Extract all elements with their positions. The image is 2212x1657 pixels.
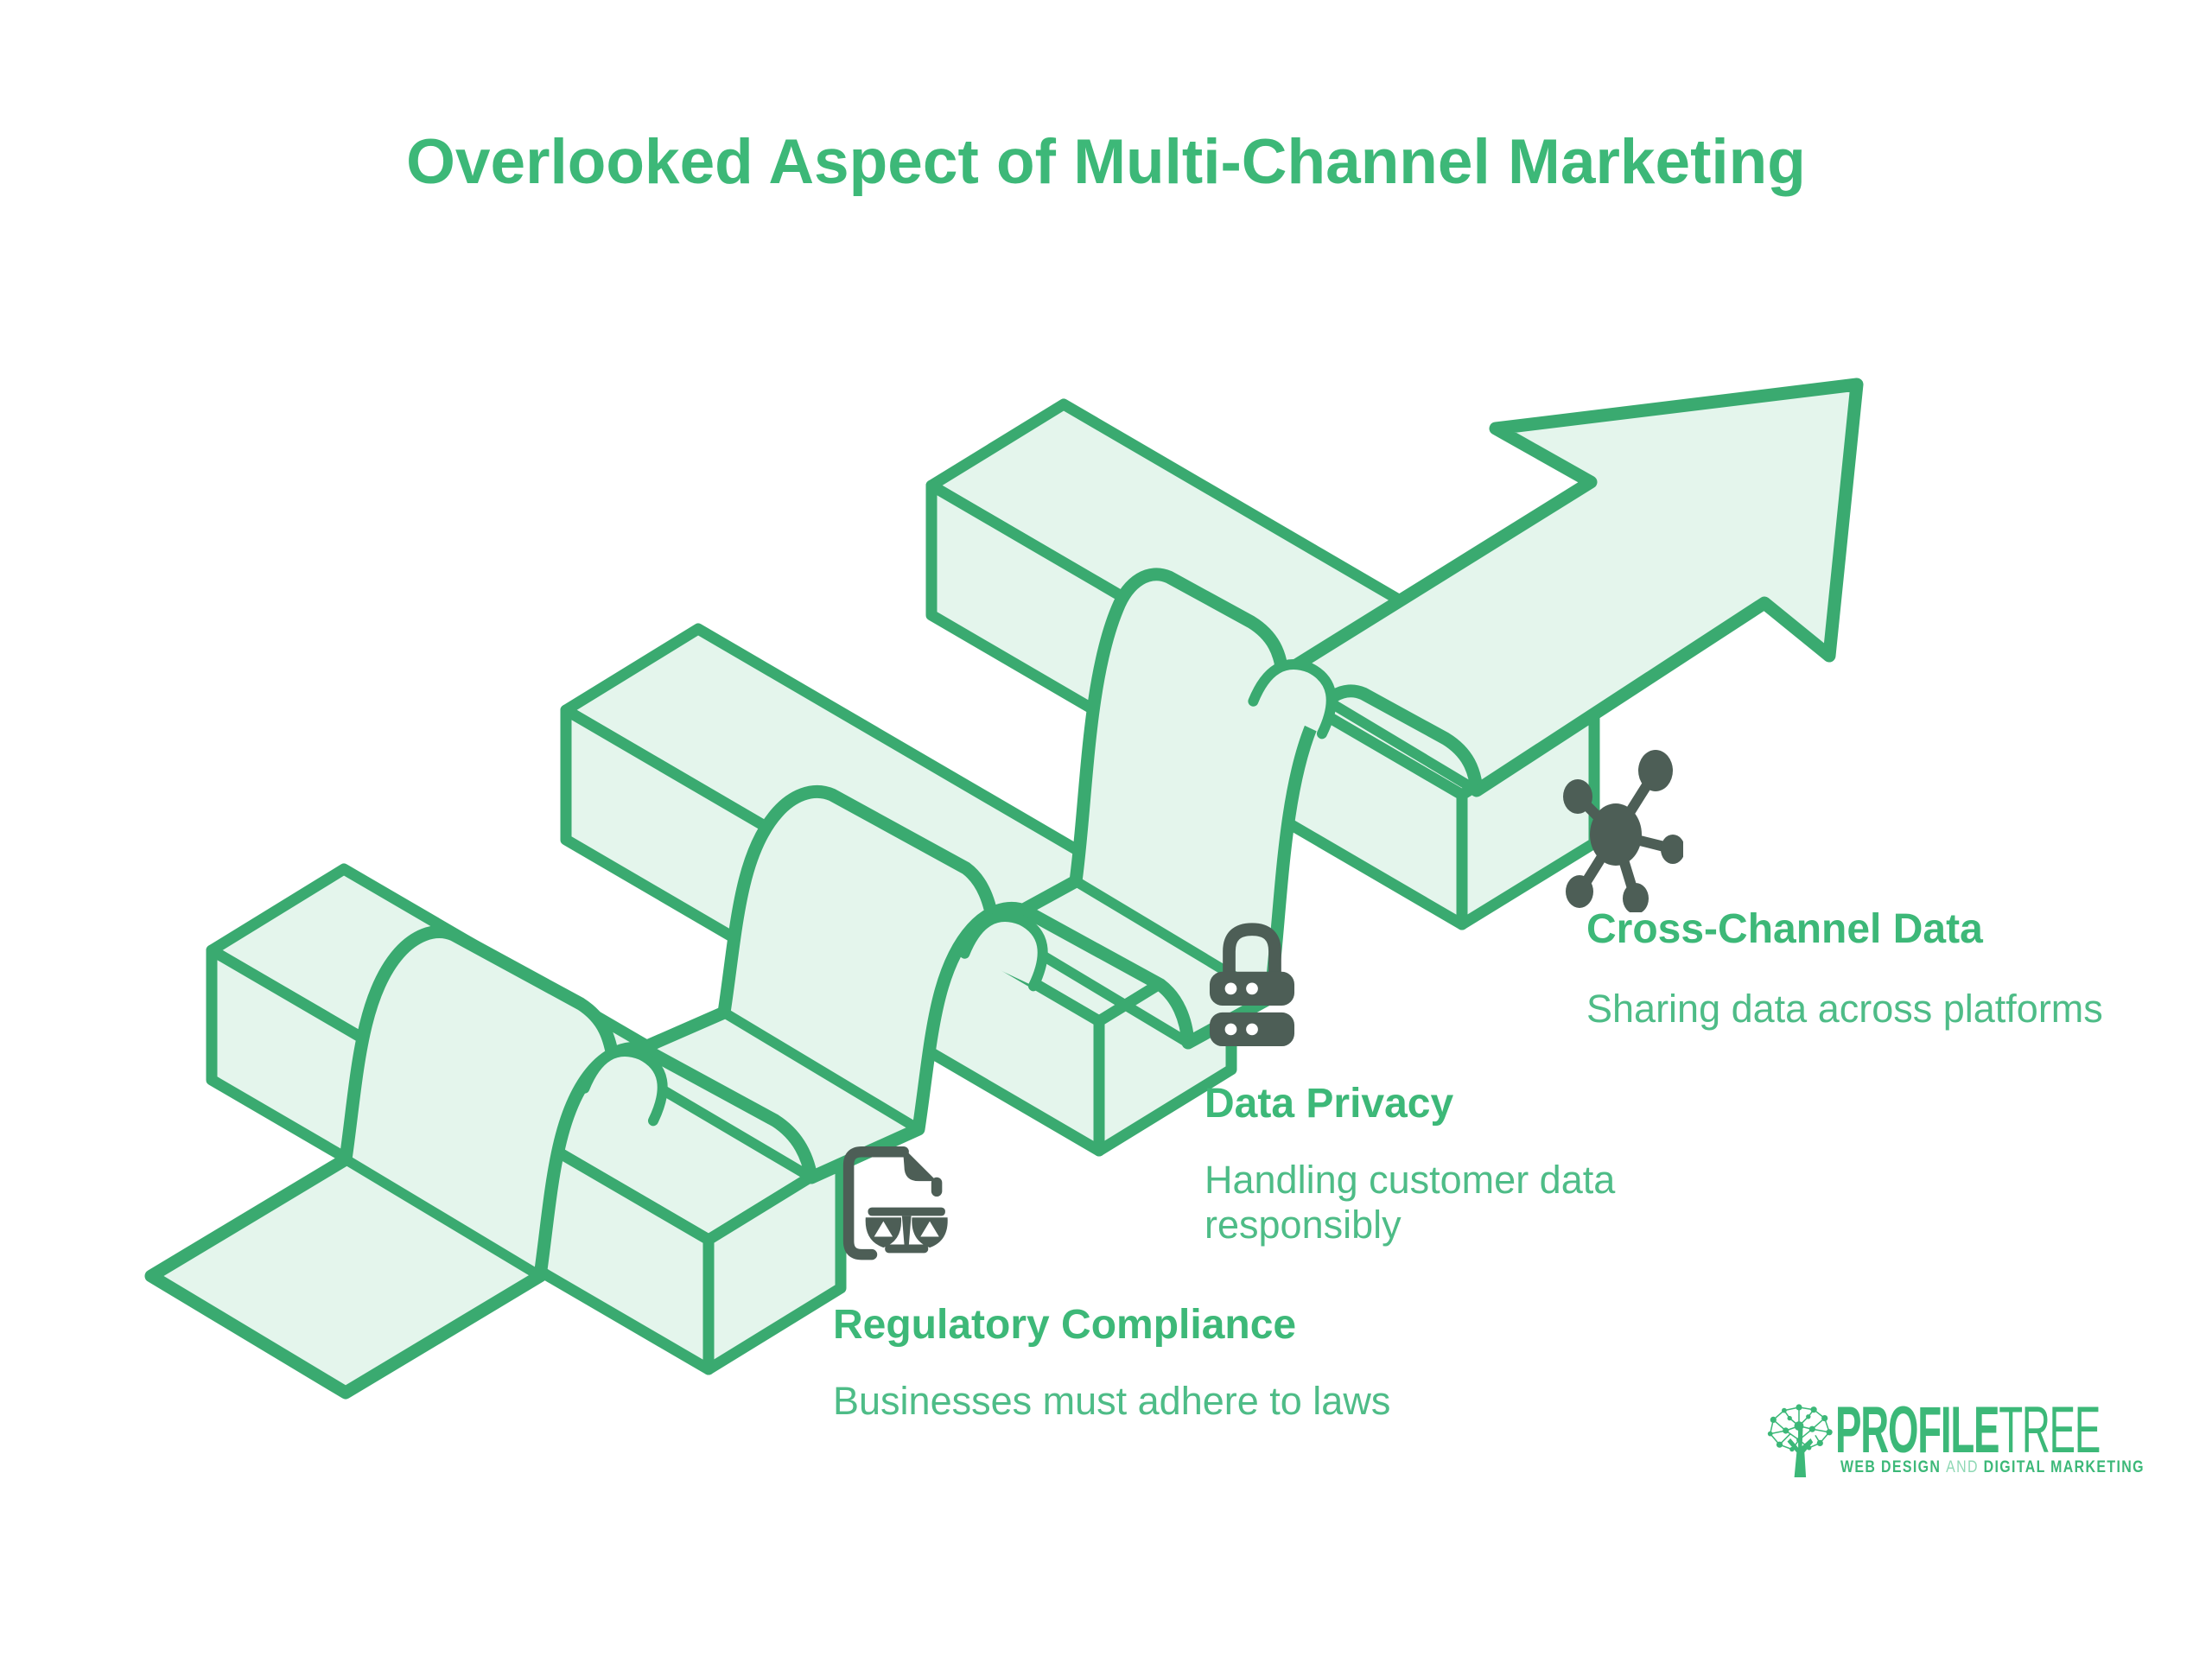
tunnel-arches [579, 659, 1337, 1127]
tagline-web-design: WEB DESIGN [1840, 1458, 1942, 1476]
lock-server-icon [1201, 917, 1303, 1049]
brand-bold: PROFILE [1835, 1394, 1999, 1467]
profiletree-wordmark: PROFILETREE [1835, 1398, 2101, 1463]
brand-light: TREE [1999, 1394, 2101, 1467]
item-heading-data-privacy: Data Privacy [1205, 1081, 1454, 1127]
item-description-regulatory-compliance: Businesses must adhere to laws [833, 1379, 1391, 1423]
profiletree-logo-icon [1763, 1400, 1835, 1477]
item-heading-regulatory-compliance: Regulatory Compliance [833, 1302, 1297, 1348]
profiletree-tagline: WEB DESIGN AND DIGITAL MARKETING [1840, 1458, 2145, 1477]
scales-document-icon [828, 1139, 959, 1270]
item-description-data-privacy: Handling customer data responsibly [1205, 1158, 1616, 1248]
network-hub-icon [1562, 748, 1685, 914]
page-title: Overlooked Aspect of Multi-Channel Marke… [406, 127, 1806, 197]
item-description-cross-channel-data: Sharing data across platforms [1586, 987, 2103, 1031]
tagline-and: AND [1946, 1458, 1979, 1476]
tagline-digital-marketing: DIGITAL MARKETING [1983, 1458, 2145, 1476]
item-heading-cross-channel-data: Cross-Channel Data [1586, 906, 1983, 952]
